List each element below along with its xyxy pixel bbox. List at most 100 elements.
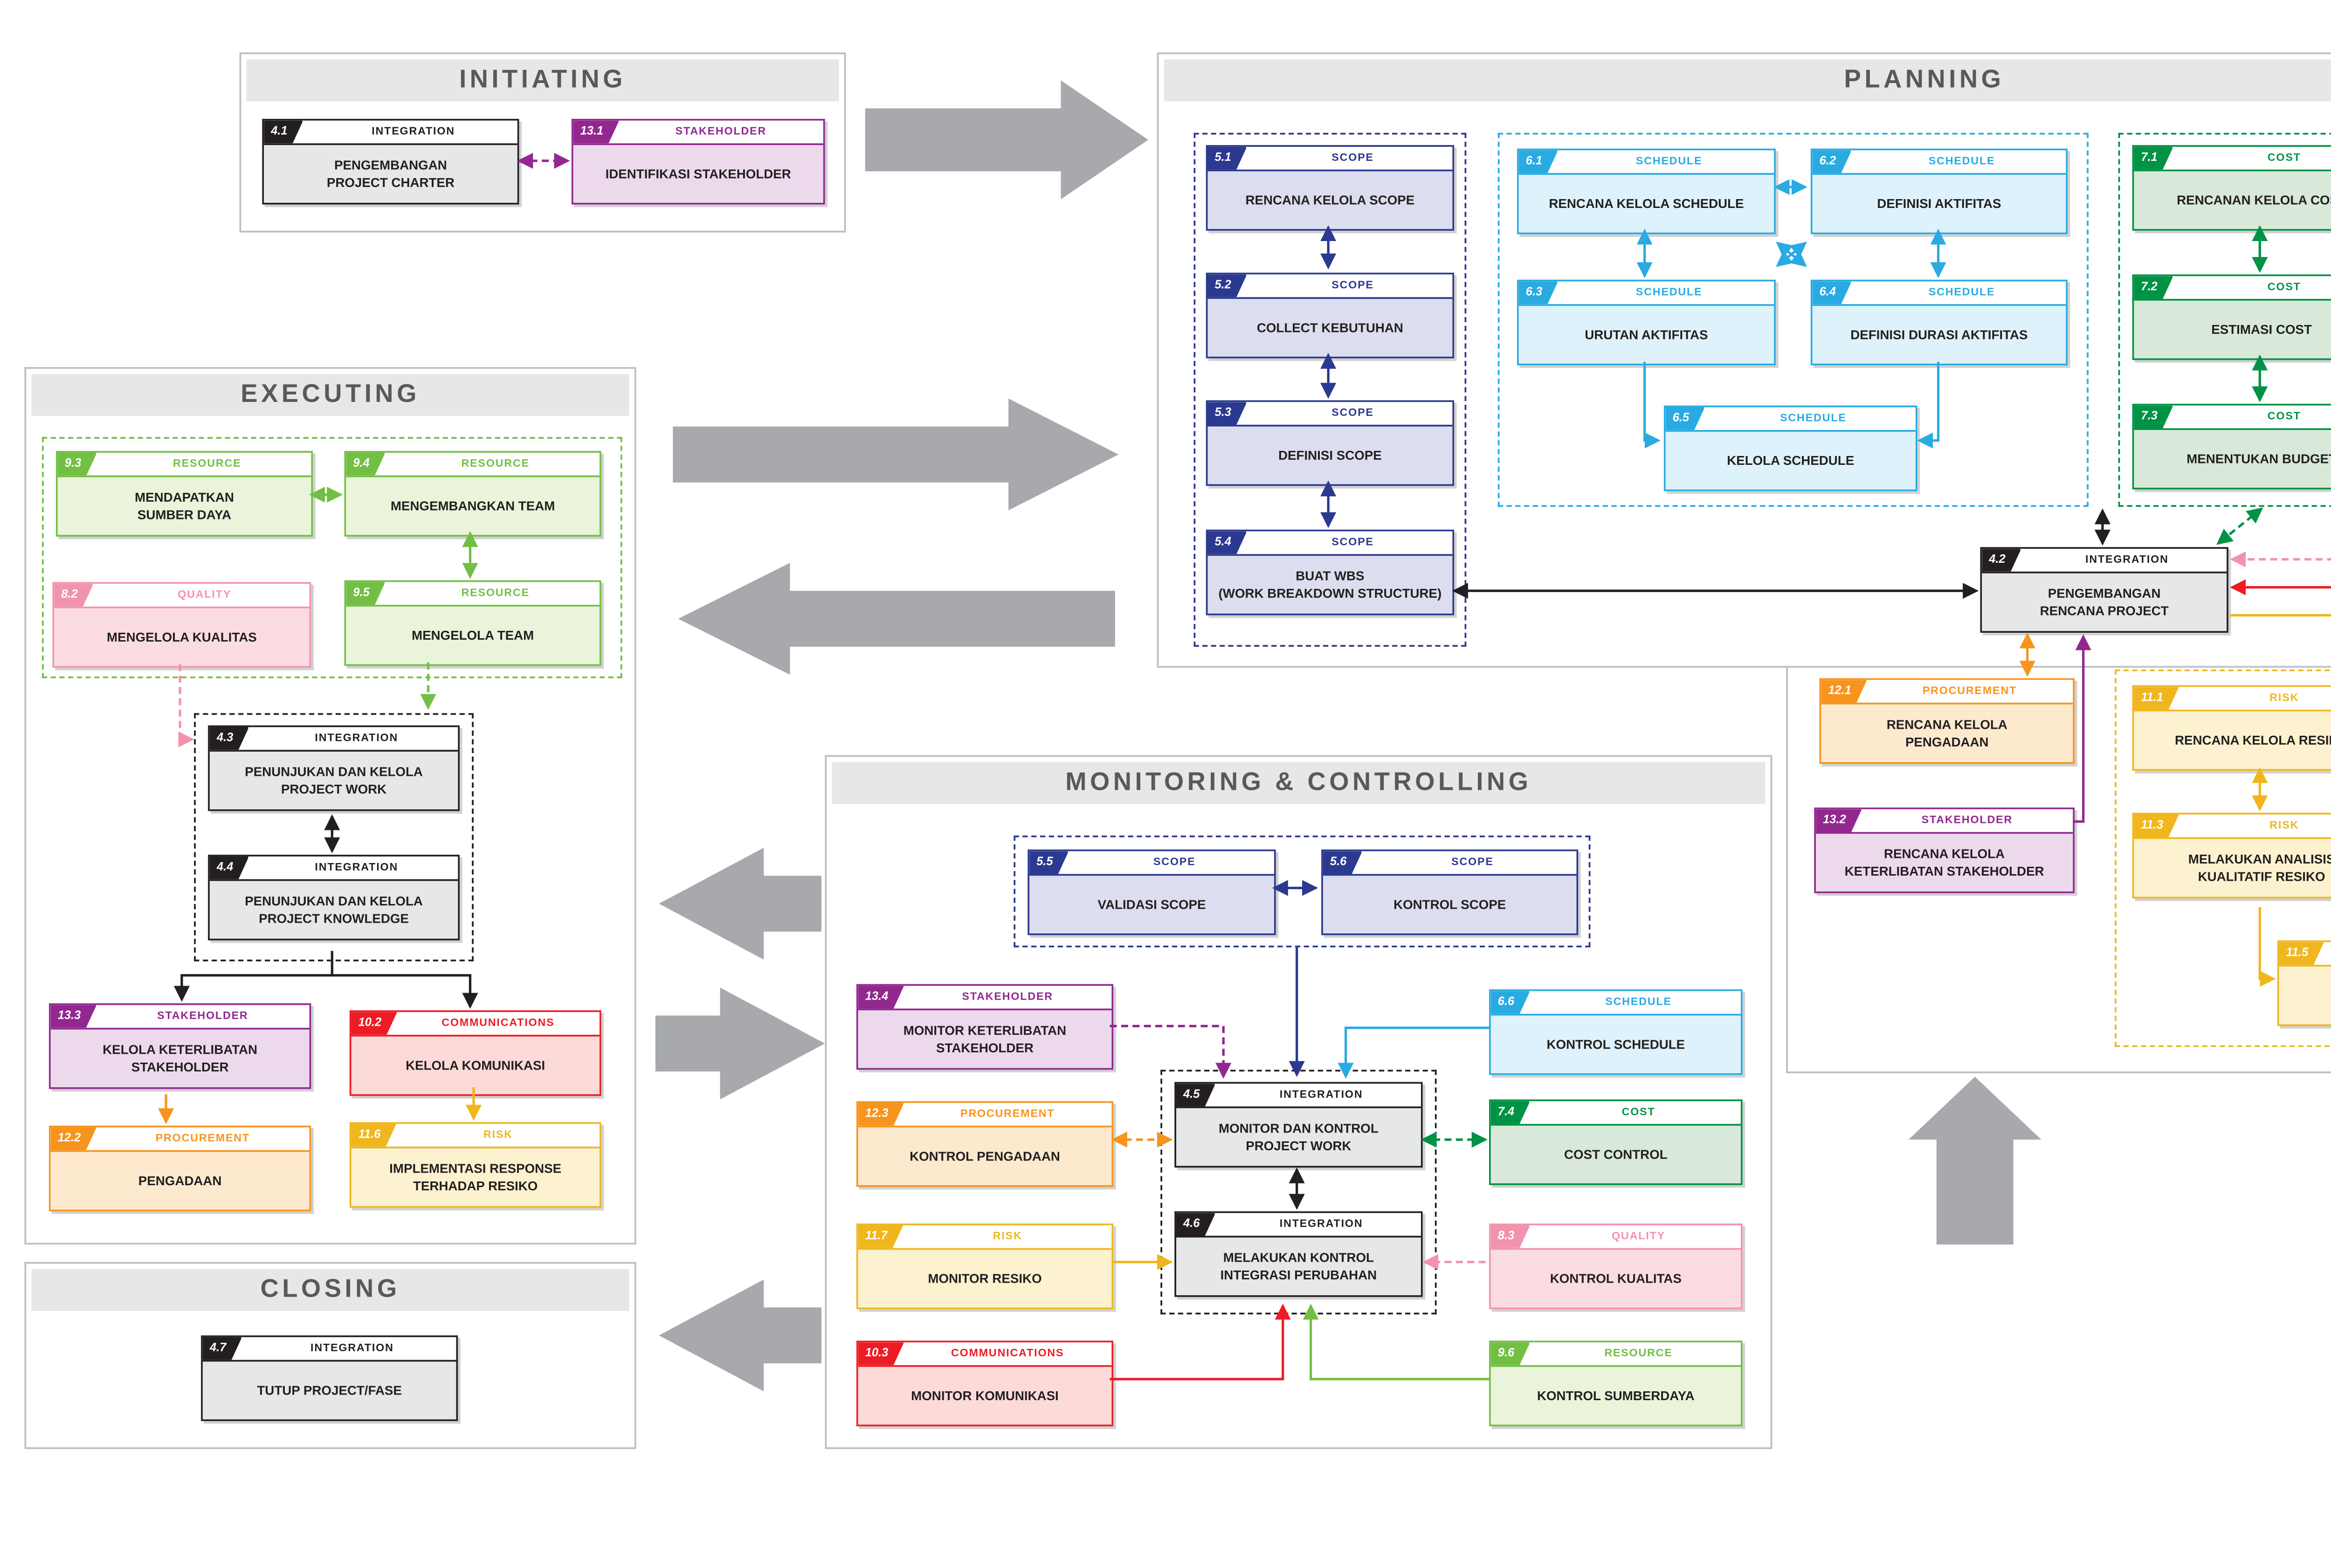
process-area-tag: COST [2267,152,2301,165]
process-area-tag: PROCUREMENT [1922,685,2017,698]
process-label: PENUNJUKAN DAN KELOLA PROJECT WORK [209,752,458,809]
process-area-tag: SCHEDULE [1605,996,1672,1009]
process-label: PENGADAAN [50,1152,310,1210]
cost-cluster-planning [2118,132,2331,507]
group-title-planning: PLANNING [1164,59,2331,102]
process-area-tag: RESOURCE [1604,1347,1673,1360]
process-number-badge: 8.2 [54,584,93,607]
process-label: MELAKUKAN KONTROL INTEGRASI PERUBAHAN [1176,1237,1421,1295]
scope-cluster-planning [1193,132,1467,647]
process-area-tag: RESOURCE [461,587,530,600]
process-number-badge: 6.3 [1519,282,1558,304]
flow-arrow-executing-to-monitoring [655,988,825,1100]
process-area-tag: RISK [483,1129,513,1142]
process-label: MONITOR RESIKO [858,1250,1112,1308]
flow-arrow-monitoring-to-planning [1908,1077,2041,1245]
process-label: KELOLA KOMUNIKASI [351,1036,600,1094]
process-area-tag: SCHEDULE [1635,155,1703,168]
process-number-badge: 4.5 [1176,1084,1215,1106]
process-label: MONITOR DAN KONTROL PROJECT WORK [1176,1108,1421,1166]
process-label: RENCANA KELOLA PENGADAAN [1821,704,2073,762]
process-label: KELOLA SCHEDULE [1665,431,1916,490]
process-area-tag: COST [2267,410,2301,423]
process-area-tag: RESOURCE [461,458,530,470]
process-label: TUTUP PROJECT/FASE [202,1361,456,1420]
process-area-tag: COST [1621,1106,1655,1119]
process-area-tag: RESOURCE [172,458,241,470]
process-area-tag: PROCUREMENT [960,1108,1055,1121]
process-area-tag: SCOPE [1331,279,1374,292]
process-label: KONTROL KUALITAS [1490,1250,1741,1308]
process-area-tag: COMMUNICATIONS [441,1017,555,1030]
process-label: ESTIMASI COST [2134,300,2331,359]
process-number-badge: 8.3 [1491,1225,1530,1248]
group-title-initiating: INITIATING [246,59,839,102]
process-area-tag: RISK [2269,692,2299,705]
flow-arrow-executing-to-planning [673,398,1119,511]
process-area-tag: STAKEHOLDER [157,1010,248,1023]
process-area-tag: STAKEHOLDER [962,991,1053,1003]
process-label: PENGEMBANGAN RENCANA PROJECT [1982,573,2227,631]
process-label: RENCANAN KELOLA COST [2134,171,2331,229]
process-label: PENGEMBANGAN PROJECT CHARTER [264,145,517,203]
flow-arrow-monitoring-to-closing [659,1279,821,1392]
process-area-tag: INTEGRATION [315,862,399,874]
process-area-tag: SCOPE [1153,856,1196,869]
process-label: RENCANA RESPONSE TERHADAP RESIKO [2279,967,2331,1024]
process-number-badge: 5.4 [1207,532,1247,554]
schedule-cluster-planning [1497,132,2089,507]
process-label: IMPLEMENTASI RESPONSE TERHADAP RESIKO [351,1148,600,1206]
process-area-tag: SCHEDULE [1928,155,1995,168]
process-area-tag: SCHEDULE [1780,412,1847,425]
process-area-tag: STAKEHOLDER [675,125,767,138]
process-number-badge: 12.3 [858,1103,904,1126]
process-area-tag: SCHEDULE [1928,286,1995,299]
process-area-tag: INTEGRATION [310,1342,394,1355]
process-number-badge: 6.2 [1813,150,1852,173]
